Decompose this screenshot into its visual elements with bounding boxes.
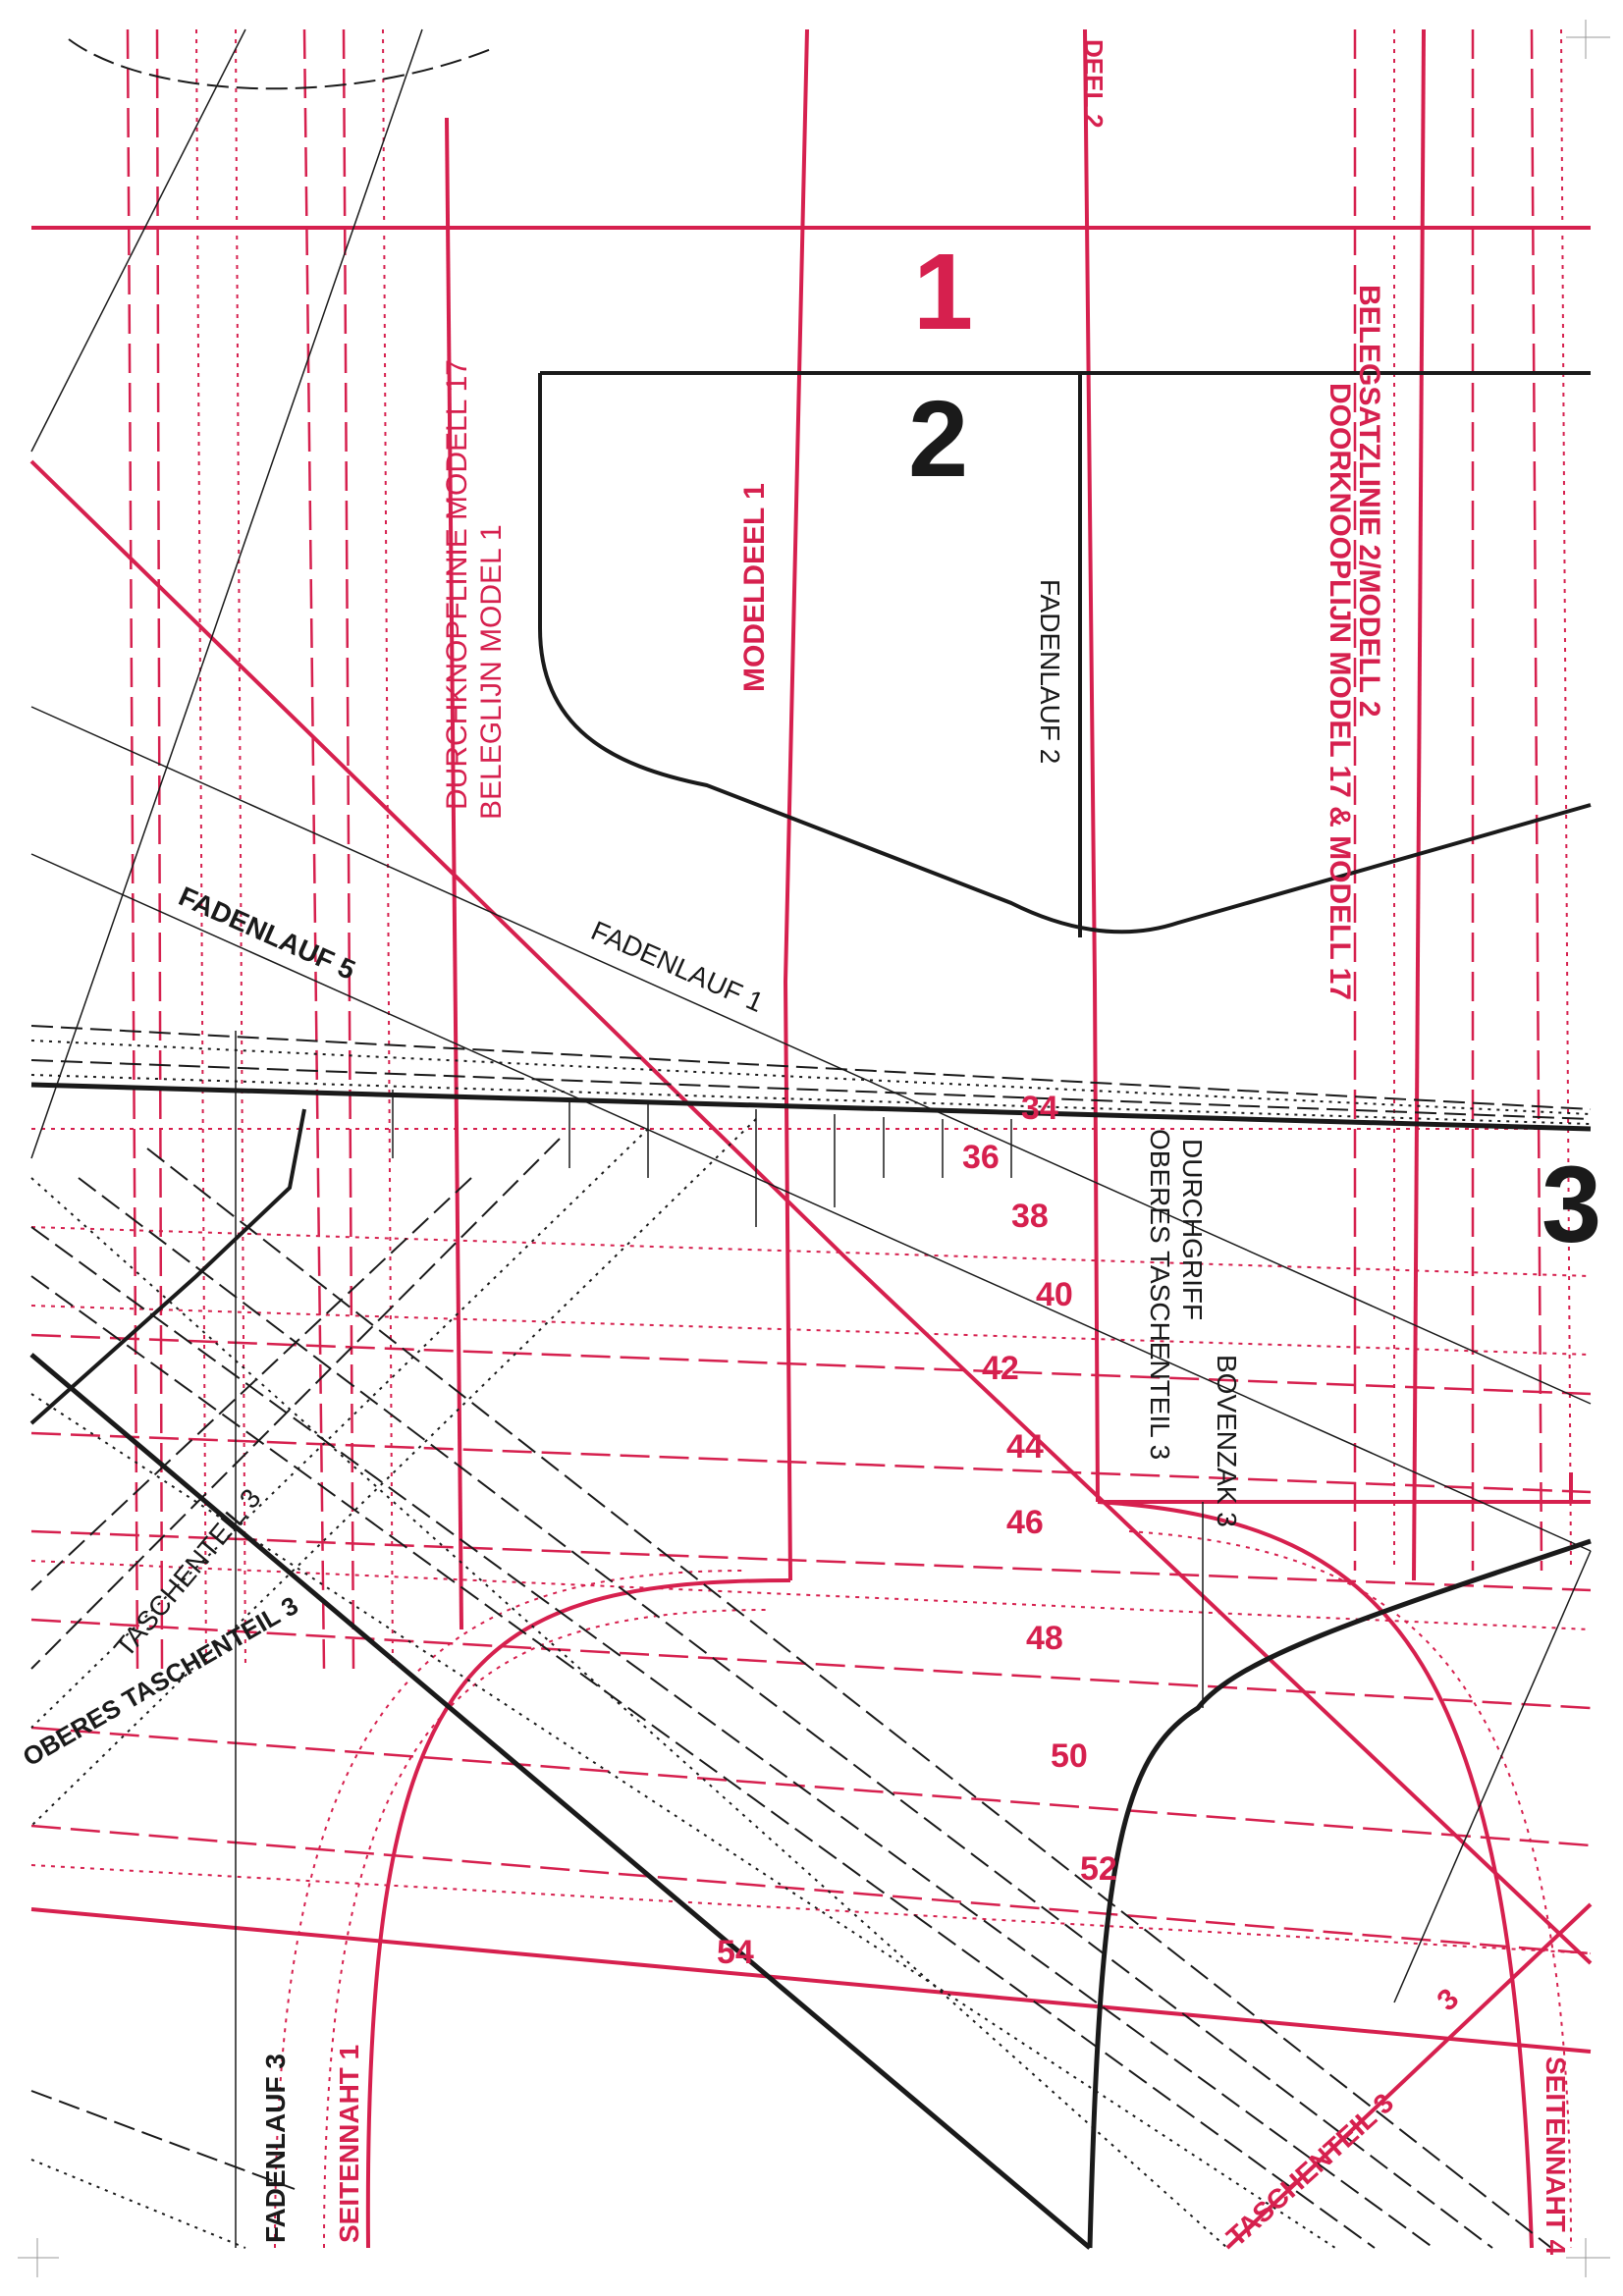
label-small-3: 3 (1432, 1983, 1465, 2018)
label-deel2-top: DEEL 2 (1079, 39, 1109, 129)
size-label-46: 46 (1006, 1504, 1044, 1541)
size-label-40: 40 (1036, 1276, 1073, 1313)
black-solid-lines (29, 28, 1592, 2250)
size-label-48: 48 (1026, 1620, 1063, 1657)
size-label-38: 38 (1011, 1198, 1049, 1235)
crop-marks (18, 20, 1610, 2277)
label-oberes-taschenteil-3: OBERES TASCHENTEIL 3 (1145, 1129, 1175, 1460)
section-number-2: 2 (908, 379, 968, 500)
size-label-54: 54 (717, 1934, 754, 1971)
label-beleglijn: BELEGLIJN MODEL 1 (475, 524, 508, 820)
black-dotted-lines (30, 1040, 1592, 2249)
black-dashed-lines (30, 38, 1592, 2249)
label-durchknopf: DURCHKNOPFLINIE MODELL 17 (441, 359, 473, 810)
label-belegsatzlinie: BELEGSATZLINIE 2/MODELL 2 (1353, 285, 1385, 718)
size-label-42: 42 (982, 1350, 1019, 1387)
size-label-50: 50 (1051, 1737, 1088, 1775)
section-number-1: 1 (913, 232, 973, 352)
size-label-52: 52 (1080, 1850, 1117, 1888)
size-label-36: 36 (962, 1139, 1000, 1176)
label-bovenzak-3: BOVENZAK 3 (1212, 1355, 1242, 1527)
label-modeldeel-1: MODELDEEL 1 (738, 483, 771, 692)
size-label-44: 44 (1006, 1428, 1044, 1466)
red-dashed-lines (30, 28, 1592, 1955)
size-labels: 34 36 38 40 42 44 46 48 50 52 54 (717, 1090, 1117, 1971)
size-label-34: 34 (1021, 1090, 1058, 1127)
label-doorknooplijn: DOORKNOOPLIJN MODEL 17 & MODELL 17 (1324, 383, 1356, 1000)
red-dotted-lines (30, 28, 1592, 2249)
label-seitennaht-right: SEITENNAHT 4 (1541, 2056, 1571, 2256)
label-durchgriff: DURCHGRIFF (1177, 1139, 1208, 1320)
tick-marks (392, 1090, 1012, 1227)
label-fadenlauf-3: FADENLAUF 3 (260, 2054, 291, 2243)
red-solid-lines (29, 28, 1593, 2250)
label-fadenlauf-2: FADENLAUF 2 (1035, 579, 1065, 764)
label-seitennaht-1: SEITENNAHT 1 (334, 2045, 364, 2243)
section-number-3: 3 (1542, 1145, 1601, 1265)
